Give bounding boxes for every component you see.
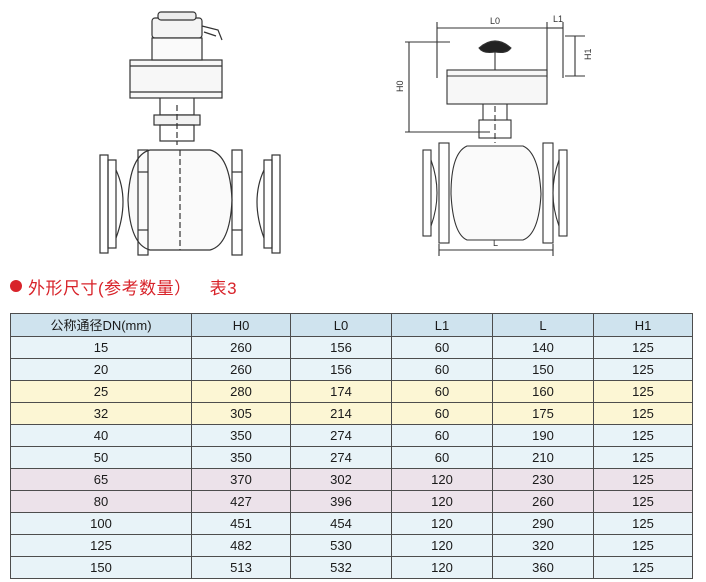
table-cell: 274 bbox=[290, 424, 392, 447]
table-cell: 156 bbox=[290, 358, 392, 381]
table-cell: 65 bbox=[10, 468, 192, 491]
table-cell: 125 bbox=[593, 512, 693, 535]
table-cell: 60 bbox=[391, 446, 493, 469]
table-cell: 60 bbox=[391, 380, 493, 403]
table-cell: 160 bbox=[492, 380, 594, 403]
table-header-row: 公称通径DN(mm) H0 L0 L1 L H1 bbox=[10, 313, 693, 337]
table-cell: 280 bbox=[191, 380, 291, 403]
label-l0: L0 bbox=[490, 16, 500, 26]
table-cell: 120 bbox=[391, 490, 493, 513]
table-cell: 150 bbox=[10, 556, 192, 579]
table-cell: 302 bbox=[290, 468, 392, 491]
label-l: L bbox=[493, 238, 498, 248]
valve-dimension-drawing: L0 L1 H0 H1 L bbox=[395, 14, 593, 256]
header-l1: L1 bbox=[391, 313, 493, 337]
table-cell: 260 bbox=[492, 490, 594, 513]
table-cell: 290 bbox=[492, 512, 594, 535]
table-cell: 125 bbox=[593, 424, 693, 447]
table-cell: 50 bbox=[10, 446, 192, 469]
table-cell: 125 bbox=[593, 380, 693, 403]
table-cell: 125 bbox=[593, 336, 693, 359]
table-cell: 125 bbox=[593, 402, 693, 425]
table-cell: 125 bbox=[593, 446, 693, 469]
table-cell: 60 bbox=[391, 424, 493, 447]
table-cell: 174 bbox=[290, 380, 392, 403]
valve-front-drawing bbox=[99, 11, 281, 256]
table-cell: 350 bbox=[191, 446, 291, 469]
table-cell: 350 bbox=[191, 424, 291, 447]
header-dn: 公称通径DN(mm) bbox=[10, 313, 192, 337]
table-cell: 120 bbox=[391, 512, 493, 535]
table-cell: 260 bbox=[191, 358, 291, 381]
table-cell: 150 bbox=[492, 358, 594, 381]
table-cell: 360 bbox=[492, 556, 594, 579]
label-h1: H1 bbox=[583, 48, 593, 60]
table-cell: 305 bbox=[191, 402, 291, 425]
table-cell: 532 bbox=[290, 556, 392, 579]
table-cell: 32 bbox=[10, 402, 192, 425]
table-cell: 175 bbox=[492, 402, 594, 425]
label-l1: L1 bbox=[553, 14, 563, 24]
table-cell: 125 bbox=[10, 534, 192, 557]
section-title-table-number: 表3 bbox=[209, 278, 238, 298]
table-cell: 396 bbox=[290, 490, 392, 513]
table-cell: 25 bbox=[10, 380, 192, 403]
table-cell: 125 bbox=[593, 534, 693, 557]
table-cell: 60 bbox=[391, 358, 493, 381]
table-cell: 210 bbox=[492, 446, 594, 469]
table-cell: 513 bbox=[191, 556, 291, 579]
table-cell: 320 bbox=[492, 534, 594, 557]
table-cell: 427 bbox=[191, 490, 291, 513]
table-cell: 20 bbox=[10, 358, 192, 381]
table-cell: 274 bbox=[290, 446, 392, 469]
table-cell: 120 bbox=[391, 534, 493, 557]
table-cell: 530 bbox=[290, 534, 392, 557]
table-cell: 230 bbox=[492, 468, 594, 491]
table-cell: 80 bbox=[10, 490, 192, 513]
label-h0: H0 bbox=[395, 80, 405, 92]
header-l0: L0 bbox=[290, 313, 392, 337]
table-cell: 190 bbox=[492, 424, 594, 447]
table-cell: 125 bbox=[593, 468, 693, 491]
table-cell: 120 bbox=[391, 556, 493, 579]
table-cell: 451 bbox=[191, 512, 291, 535]
table-cell: 454 bbox=[290, 512, 392, 535]
table-cell: 125 bbox=[593, 556, 693, 579]
table-cell: 156 bbox=[290, 336, 392, 359]
table-cell: 120 bbox=[391, 468, 493, 491]
section-title-main: 外形尺寸(参考数量） bbox=[28, 278, 192, 298]
header-l: L bbox=[492, 313, 594, 337]
header-h0: H0 bbox=[191, 313, 291, 337]
bullet-icon bbox=[10, 280, 22, 292]
table-cell: 15 bbox=[10, 336, 192, 359]
section-title: 外形尺寸(参考数量） 表3 bbox=[10, 273, 237, 299]
table-cell: 60 bbox=[391, 336, 493, 359]
table-cell: 260 bbox=[191, 336, 291, 359]
table-cell: 370 bbox=[191, 468, 291, 491]
table-cell: 214 bbox=[290, 402, 392, 425]
table-cell: 100 bbox=[10, 512, 192, 535]
table-cell: 40 bbox=[10, 424, 192, 447]
header-h1: H1 bbox=[593, 313, 693, 337]
table-cell: 125 bbox=[593, 490, 693, 513]
table-cell: 60 bbox=[391, 402, 493, 425]
table-cell: 482 bbox=[191, 534, 291, 557]
table-cell: 140 bbox=[492, 336, 594, 359]
table-cell: 125 bbox=[593, 358, 693, 381]
